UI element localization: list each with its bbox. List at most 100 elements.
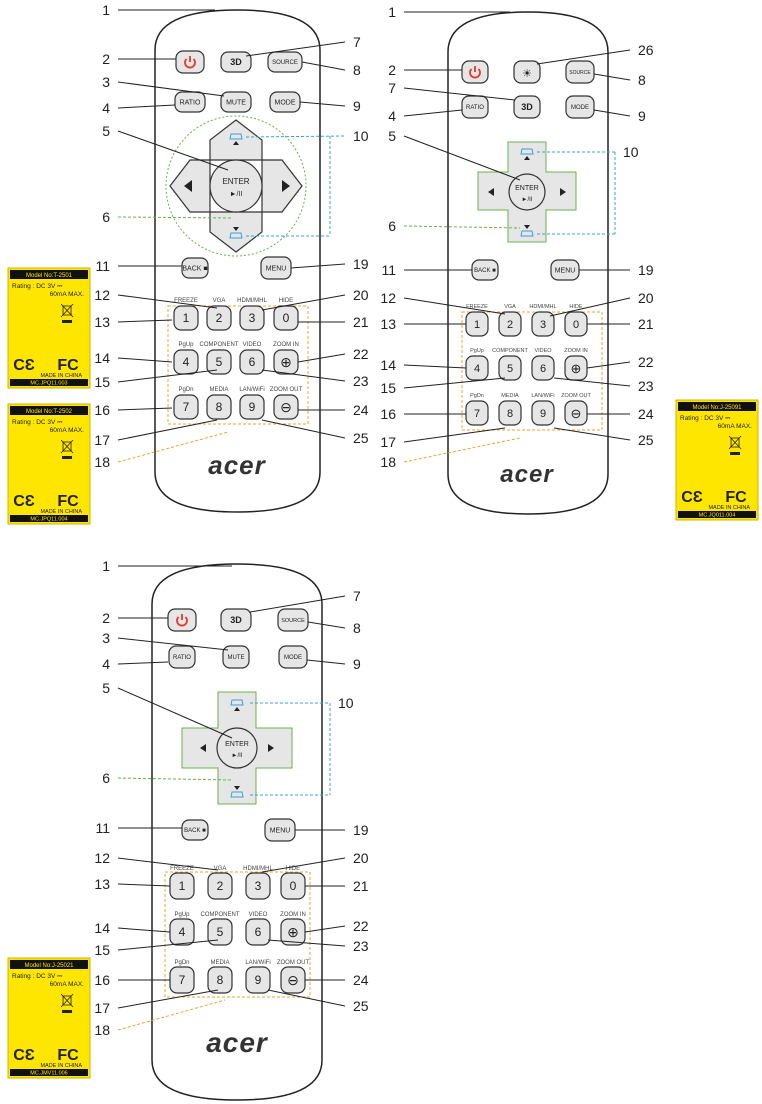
remote2-digit-0-button[interactable]: 0 [564, 311, 588, 337]
remote1-digit-6-button[interactable]: 6 [239, 349, 265, 375]
remote2-back-button[interactable]: BACK ■ [471, 259, 499, 281]
remote1-back-button[interactable]: BACK ■ [181, 257, 209, 279]
remote3-source-button-label: SOURCE [281, 618, 305, 624]
remote1-menu-button[interactable]: MENU [260, 256, 292, 280]
remote1-ratio-button[interactable]: RATIO [174, 91, 206, 113]
remote2-nav-pad[interactable] [477, 141, 577, 243]
remote1-power-button[interactable] [175, 50, 205, 74]
remote2-digit-5-button[interactable]: 5 [498, 355, 522, 381]
callout-number: 6 [102, 209, 110, 225]
callout-number: 2 [102, 51, 110, 67]
remote1-play-pause-label: ►/II [230, 191, 243, 198]
remote1-digit-2-button[interactable]: 2 [206, 305, 232, 331]
remote1-digit-1-button[interactable]: 1 [173, 305, 199, 331]
remote3-digit-4-button[interactable]: 4 [169, 918, 195, 946]
ce-mark-icon: CƐ [13, 1047, 35, 1064]
remote2-light-button[interactable] [513, 60, 541, 84]
remote3-menu-button[interactable]: MENU [264, 818, 296, 842]
callout-line [117, 319, 173, 323]
sticker-rating: Rating : DC 3V ⎓ [680, 415, 730, 422]
remote1-mute-button[interactable]: MUTE [220, 91, 252, 113]
remote1-digit-3-button[interactable]: 3 [239, 305, 265, 331]
remote3-digit-5-button[interactable]: 5 [207, 918, 233, 946]
remote1-digit-8-button[interactable]: 8 [206, 394, 232, 420]
remote2-digit-7-button[interactable]: 7 [465, 400, 489, 426]
callout-number: 12 [94, 287, 110, 303]
remote3-digit-9-button[interactable]: 9 [245, 966, 271, 994]
callout-number: 5 [102, 680, 110, 696]
remote1-back-button-label: BACK ■ [182, 265, 207, 272]
remote1-source-button[interactable]: SOURCE [267, 51, 303, 73]
callout-number: 26 [638, 42, 654, 58]
fcc-mark-icon: FC [57, 493, 79, 510]
remote1-digit-0-button-label: 0 [283, 311, 290, 325]
remote3-power-button[interactable] [167, 608, 197, 632]
remote3-key-caption: COMPONENT [201, 912, 240, 918]
remote2-digit-8-button[interactable]: 8 [498, 400, 522, 426]
remote2-digit-6-button[interactable]: 6 [531, 355, 555, 381]
callout-number: 19 [353, 256, 369, 272]
callout-number: 5 [388, 128, 396, 144]
remote3-digit-3-button[interactable]: 3 [245, 872, 271, 900]
weee-bin-icon [60, 439, 74, 459]
remote3-digit-2-button[interactable]: 2 [207, 872, 233, 900]
remote2-mode-button[interactable]: MODE [565, 95, 595, 119]
sticker-model: Model No:J-25091 [692, 405, 742, 411]
remote1-3d-button[interactable]: 3D [220, 51, 252, 73]
remote3-mode-button[interactable]: MODE [278, 645, 308, 669]
callout-number: 14 [380, 357, 396, 373]
callout-number: 10 [623, 144, 639, 160]
remote3-digit-0-button[interactable]: 0 [280, 872, 306, 900]
remote2-play-pause-label: ►/II [522, 197, 533, 203]
remote3-nav-pad[interactable] [181, 691, 293, 805]
remote1-zoom-out-button[interactable] [273, 394, 299, 420]
remote1-digit-8-button-label: 8 [216, 400, 223, 414]
callout-number: 3 [102, 630, 110, 646]
remote2-power-button[interactable] [461, 60, 489, 84]
remote2-digit-7-button-label: 7 [474, 408, 480, 420]
remote3-ratio-button[interactable]: RATIO [168, 645, 196, 669]
remote1-mode-button[interactable]: MODE [269, 91, 301, 113]
remote3-digit-8-button[interactable]: 8 [207, 966, 233, 994]
remote2-digit-3-button[interactable]: 3 [531, 311, 555, 337]
callout-line [117, 407, 173, 411]
remote3-mute-button[interactable]: MUTE [222, 645, 250, 669]
remote1-digit-7-button[interactable]: 7 [173, 394, 199, 420]
remote3-source-button[interactable]: SOURCE [277, 608, 309, 632]
remote3-play-pause-label: ►/II [232, 753, 243, 759]
sticker-rating: Rating : DC 3V ⎓ [12, 973, 62, 980]
remote1-digit-0-button[interactable]: 0 [273, 305, 299, 331]
remote1-digit-9-button[interactable]: 9 [239, 394, 265, 420]
callout-number: 15 [94, 942, 110, 958]
remote1-key-caption: FREEZE [174, 298, 198, 304]
remote2-digit-1-button[interactable]: 1 [465, 311, 489, 337]
remote2-zoom-out-button[interactable] [564, 400, 588, 426]
remote3-digit-6-button[interactable]: 6 [245, 918, 271, 946]
remote1-digit-4-button[interactable]: 4 [173, 349, 199, 375]
keystone-down-icon [230, 786, 244, 798]
weee-bin-icon [60, 993, 74, 1013]
remote3-back-button[interactable]: BACK ■ [181, 819, 209, 841]
callout-number: 17 [94, 432, 110, 448]
remote2-digit-2-button[interactable]: 2 [498, 311, 522, 337]
callout-line [267, 989, 346, 1007]
remote2-digit-4-button[interactable]: 4 [465, 355, 489, 381]
zoom-in-icon: ⊕ [287, 924, 299, 940]
remote2-ratio-button[interactable]: RATIO [461, 95, 489, 119]
remote2-source-button[interactable]: SOURCE [565, 60, 595, 84]
remote2-digit-9-button[interactable]: 9 [531, 400, 555, 426]
remote-3-body [151, 563, 323, 1101]
callout-line [553, 377, 631, 387]
callout-line [245, 41, 346, 57]
remote3-digit-7-button[interactable]: 7 [169, 966, 195, 994]
callout-line [304, 925, 346, 933]
callout-line [261, 419, 346, 439]
remote2-3d-button[interactable]: 3D [513, 95, 541, 119]
remote3-digit-9-button-label: 9 [255, 973, 262, 987]
remote1-ratio-button-label: RATIO [180, 99, 201, 106]
remote3-3d-button[interactable]: 3D [220, 608, 252, 632]
remote3-digit-1-button[interactable]: 1 [169, 872, 195, 900]
remote2-menu-button[interactable]: MENU [550, 259, 580, 281]
remote1-digit-5-button[interactable]: 5 [206, 349, 232, 375]
